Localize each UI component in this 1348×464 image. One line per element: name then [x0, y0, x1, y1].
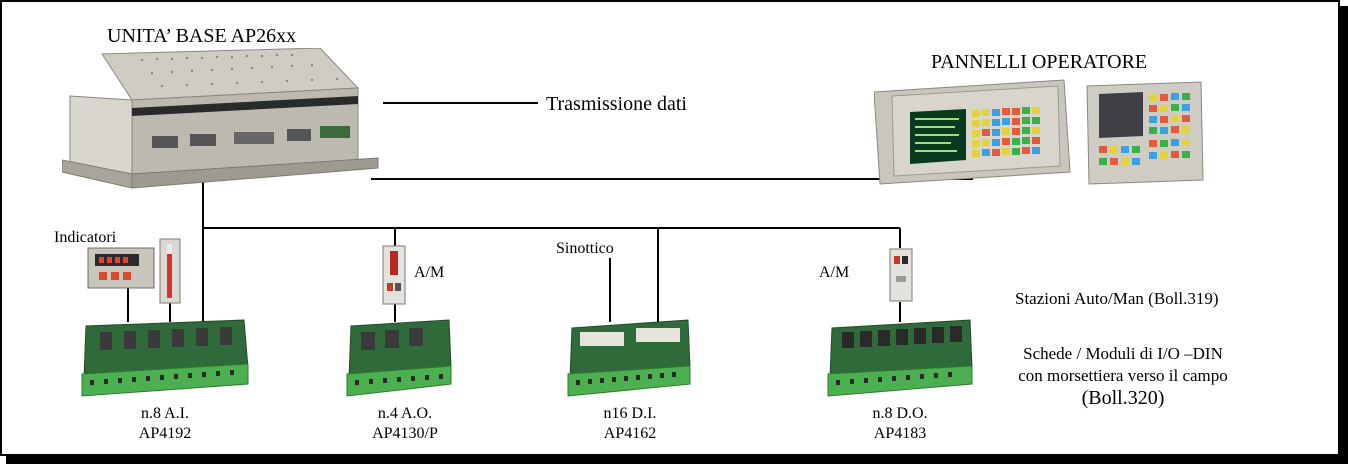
am-label: A/M [414, 264, 445, 281]
io-board-do-image [827, 319, 973, 397]
auto-man-station-image [889, 248, 913, 302]
io-description-line3: (Boll.320) [1081, 387, 1165, 409]
indicators-label: Indicatori [54, 229, 117, 246]
frame-shadow [1340, 6, 1348, 464]
base-unit-image [62, 48, 379, 189]
operator-panel-small-image [1086, 81, 1204, 185]
operator-panel-large-image [874, 79, 1071, 185]
data-link-label: Trasmissione dati [546, 93, 687, 115]
module-ai-code: AP4192 [138, 425, 192, 442]
stations-label: Stazioni Auto/Man (Boll.319) [1015, 289, 1219, 308]
am-label: A/M [819, 264, 850, 281]
module-ai-name: n.8 A.I. [141, 405, 189, 422]
base-unit-title: UNITA’ BASE AP26xx [107, 25, 297, 47]
io-board-di-image [567, 319, 691, 397]
frame-shadow [6, 456, 1348, 464]
io-description-line2: con morsettiera verso il campo [1018, 366, 1228, 385]
io-description-line1: Schede / Moduli di I/O –DIN [1023, 344, 1223, 363]
operator-panels-title: PANNELLI OPERATORE [931, 51, 1148, 73]
module-ao-code: AP4130/P [372, 425, 438, 442]
module-di-name: n16 D.I. [603, 405, 657, 422]
module-di-code: AP4162 [603, 425, 657, 442]
module-do-code: AP4183 [873, 425, 927, 442]
module-ao-name: n.4 A.O. [377, 405, 433, 422]
io-board-ao-image [346, 319, 452, 397]
io-board-ai-image [81, 319, 249, 397]
module-do-name: n.8 D.O. [872, 405, 928, 422]
digital-indicator-image [87, 247, 155, 289]
bar-indicator-image [159, 238, 181, 304]
auto-man-station-image [382, 245, 406, 305]
synoptic-label: Sinottico [556, 240, 614, 257]
